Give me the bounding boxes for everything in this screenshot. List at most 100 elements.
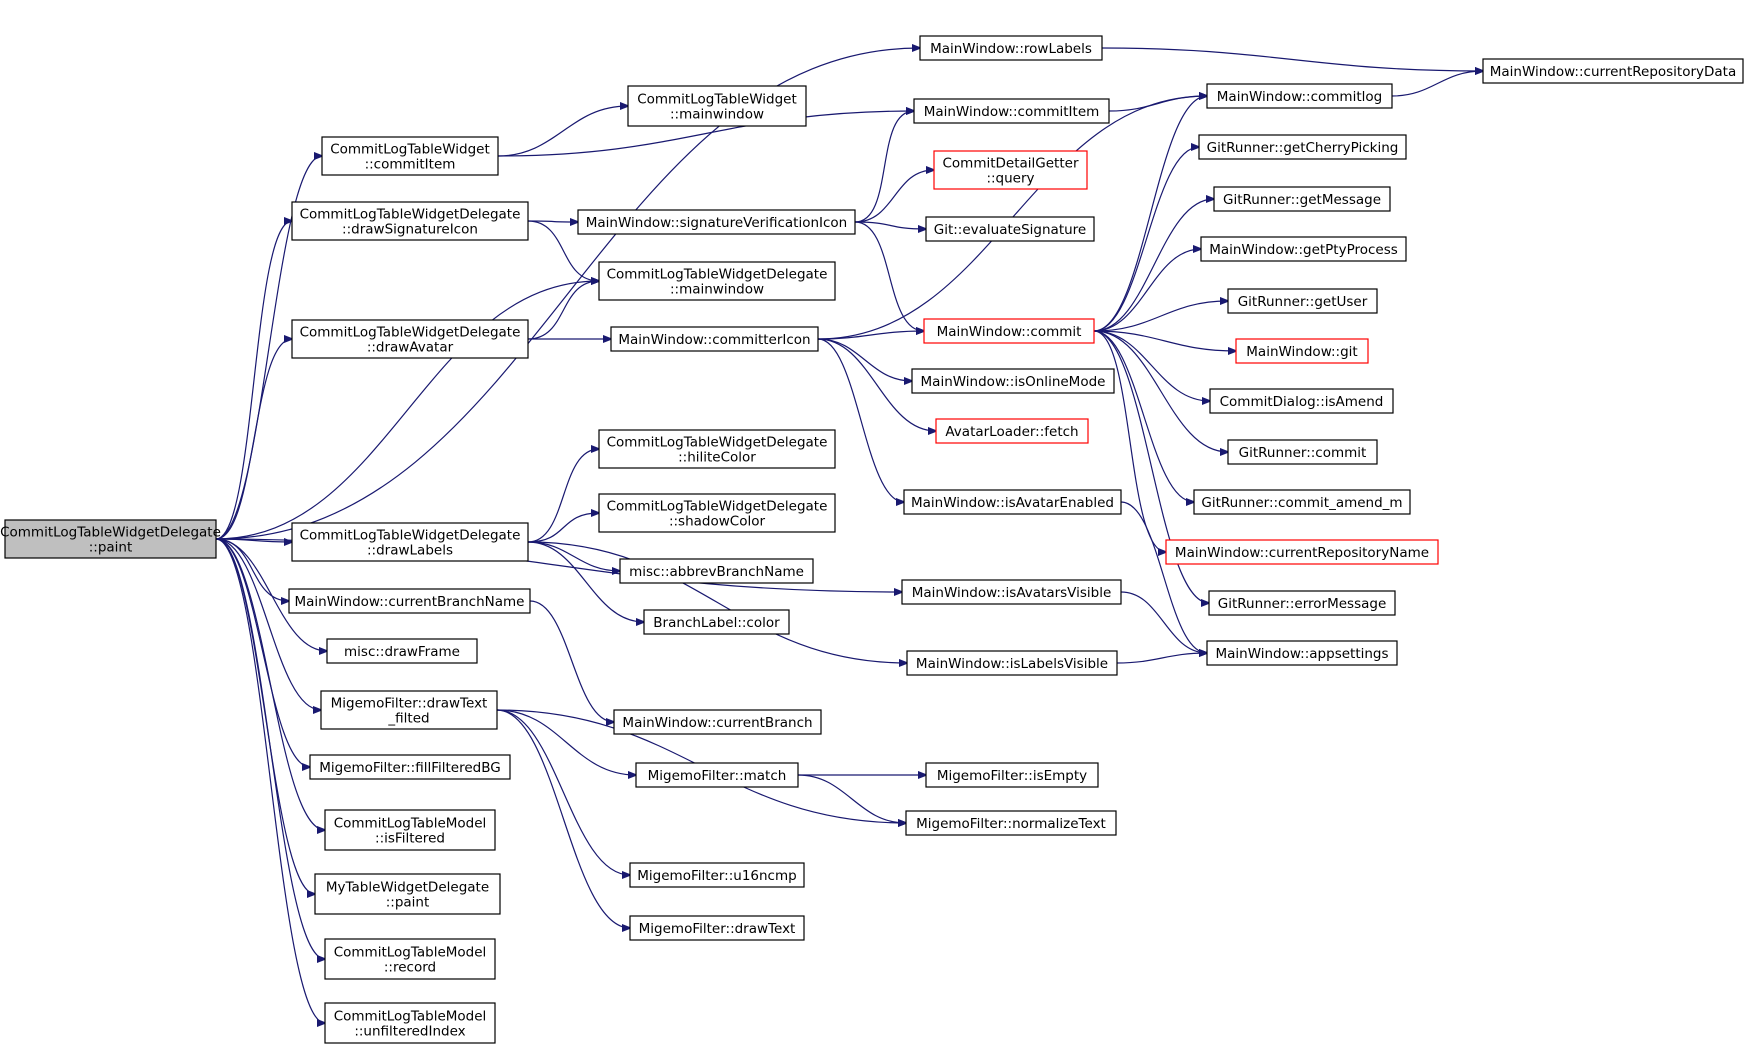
node-branch-label-color[interactable]: BranchLabel::color	[643, 609, 790, 635]
edge-paint-to-record	[215, 538, 325, 959]
node-commit-amend-m[interactable]: GitRunner::commit_amend_m	[1193, 489, 1411, 515]
node-appsettings[interactable]: MainWindow::appsettings	[1206, 640, 1398, 666]
node-cltwd-mainwindow[interactable]: CommitLogTableWidgetDelegate::mainwindow	[598, 261, 836, 301]
node-fill-filtered-bg[interactable]: MigemoFilter::fillFilteredBG	[309, 754, 511, 780]
node-is-empty[interactable]: MigemoFilter::isEmpty	[925, 762, 1099, 788]
node-get-pty-process[interactable]: MainWindow::getPtyProcess	[1200, 236, 1407, 262]
node-box	[321, 136, 499, 176]
node-label: CommitLogTableWidgetDelegate	[0, 525, 221, 541]
edge-clw-commit-item-to-mw-commit-item	[497, 111, 914, 157]
edge-paint-to-clw-commit-item	[215, 156, 322, 540]
node-draw-avatar[interactable]: CommitLogTableWidgetDelegate::drawAvatar	[291, 319, 529, 359]
node-draw-text-filted[interactable]: MigemoFilter::drawText_filted	[320, 690, 498, 730]
edge-committer-icon-to-is-online-mode	[817, 338, 912, 381]
node-u16ncmp[interactable]: MigemoFilter::u16ncmp	[629, 862, 805, 888]
node-is-avatar-enabled[interactable]: MainWindow::isAvatarEnabled	[903, 489, 1122, 515]
node-box	[291, 522, 529, 562]
node-hilite-color[interactable]: CommitLogTableWidgetDelegate::hiliteColo…	[598, 429, 836, 469]
node-box	[925, 216, 1095, 242]
node-label: ::unfilteredIndex	[354, 1024, 465, 1040]
node-box	[613, 709, 822, 735]
edge-is-labels-visible-to-appsettings	[1116, 653, 1207, 664]
node-draw-labels[interactable]: CommitLogTableWidgetDelegate::drawLabels	[291, 522, 529, 562]
node-error-message[interactable]: GitRunner::errorMessage	[1208, 590, 1396, 616]
node-abbrev-branch-name[interactable]: misc::abbrevBranchName	[619, 558, 814, 584]
node-draw-frame[interactable]: misc::drawFrame	[326, 638, 478, 664]
node-commitlog[interactable]: MainWindow::commitlog	[1206, 83, 1393, 109]
node-normalize-text[interactable]: MigemoFilter::normalizeText	[905, 810, 1117, 836]
node-label: MainWindow::isAvatarEnabled	[911, 495, 1114, 511]
node-label: MigemoFilter::drawText	[331, 696, 488, 712]
node-unfiltered-index[interactable]: CommitLogTableModel::unfilteredIndex	[324, 1002, 496, 1044]
node-mw-commit-item[interactable]: MainWindow::commitItem	[913, 98, 1110, 124]
node-get-user[interactable]: GitRunner::getUser	[1227, 288, 1378, 314]
node-box	[1227, 439, 1378, 465]
node-label: MigemoFilter::u16ncmp	[637, 868, 796, 884]
node-label: MainWindow::committerIcon	[618, 332, 810, 348]
node-box	[309, 754, 511, 780]
node-label: ::query	[986, 171, 1034, 187]
node-mw-git[interactable]: MainWindow::git	[1235, 338, 1369, 364]
edge-is-avatar-enabled-to-appsettings	[1120, 501, 1207, 653]
node-box	[326, 638, 478, 664]
node-evaluate-signature[interactable]: Git::evaluateSignature	[925, 216, 1095, 242]
node-box	[925, 762, 1099, 788]
node-box	[1482, 58, 1744, 84]
edge-draw-text-filted-to-u16ncmp	[496, 709, 630, 875]
node-label: ::mainwindow	[670, 107, 764, 123]
node-clw-commit-item[interactable]: CommitLogTableWidget::commitItem	[321, 136, 499, 176]
node-mw-commit[interactable]: MainWindow::commit	[923, 318, 1095, 344]
node-is-labels-visible[interactable]: MainWindow::isLabelsVisible	[906, 650, 1118, 676]
node-gr-commit[interactable]: GitRunner::commit	[1227, 439, 1378, 465]
node-committer-icon[interactable]: MainWindow::committerIcon	[610, 326, 819, 352]
node-label: _filted	[387, 711, 429, 727]
node-label: MainWindow::commitlog	[1217, 89, 1382, 105]
node-match[interactable]: MigemoFilter::match	[635, 762, 799, 788]
node-box	[901, 579, 1122, 605]
node-box	[1206, 83, 1393, 109]
node-label: ::record	[384, 960, 436, 976]
node-box	[320, 690, 498, 730]
node-signature-verification-icon[interactable]: MainWindow::signatureVerificationIcon	[577, 209, 856, 235]
node-is-avatars-visible[interactable]: MainWindow::isAvatarsVisible	[901, 579, 1122, 605]
node-current-branch[interactable]: MainWindow::currentBranch	[613, 709, 822, 735]
edge-signature-verification-icon-to-evaluate-signature	[854, 221, 926, 229]
node-current-branch-name[interactable]: MainWindow::currentBranchName	[288, 588, 531, 614]
node-record[interactable]: CommitLogTableModel::record	[324, 938, 496, 980]
node-row-labels[interactable]: MainWindow::rowLabels	[919, 35, 1103, 61]
node-draw-signature-icon[interactable]: CommitLogTableWidgetDelegate::drawSignat…	[291, 201, 529, 241]
node-current-repository-data[interactable]: MainWindow::currentRepositoryData	[1482, 58, 1744, 84]
node-shadow-color[interactable]: CommitLogTableWidgetDelegate::shadowColo…	[598, 493, 836, 533]
edge-committer-icon-to-is-avatar-enabled	[817, 338, 904, 502]
node-clw-mainwindow[interactable]: CommitLogTableWidget::mainwindow	[627, 85, 807, 127]
node-is-amend[interactable]: CommitDialog::isAmend	[1209, 388, 1394, 414]
node-paint[interactable]: CommitLogTableWidgetDelegate::paint	[0, 519, 221, 559]
node-current-repository-name[interactable]: MainWindow::currentRepositoryName	[1165, 539, 1439, 565]
node-get-message[interactable]: GitRunner::getMessage	[1213, 186, 1391, 212]
node-box	[1208, 590, 1396, 616]
node-label: ::drawAvatar	[367, 340, 454, 356]
node-label: CommitLogTableWidget	[637, 92, 797, 108]
node-label: MainWindow::getPtyProcess	[1209, 242, 1398, 258]
edge-mw-commit-to-get-cherry-picking	[1093, 147, 1199, 332]
edge-draw-labels-to-shadow-color	[527, 513, 599, 543]
node-is-online-mode[interactable]: MainWindow::isOnlineMode	[911, 368, 1115, 394]
node-mtwd-paint[interactable]: MyTableWidgetDelegate::paint	[314, 873, 501, 915]
edge-paint-to-draw-avatar	[215, 339, 292, 540]
node-is-filtered[interactable]: CommitLogTableModel::isFiltered	[324, 809, 496, 851]
node-avatar-fetch[interactable]: AvatarLoader::fetch	[935, 418, 1089, 444]
edge-draw-labels-to-is-labels-visible	[527, 541, 907, 663]
edge-draw-signature-icon-to-cltwd-mainwindow	[527, 220, 599, 281]
edge-mw-commit-to-gr-commit	[1093, 330, 1228, 452]
node-box	[1213, 186, 1391, 212]
edge-row-labels-to-current-repository-data	[1101, 47, 1483, 71]
node-draw-text[interactable]: MigemoFilter::drawText	[629, 915, 805, 941]
node-label: CommitLogTableWidgetDelegate	[607, 267, 828, 283]
node-label: ::mainwindow	[670, 282, 764, 298]
node-get-cherry-picking[interactable]: GitRunner::getCherryPicking	[1198, 134, 1407, 160]
node-box	[906, 650, 1118, 676]
node-box	[1198, 134, 1407, 160]
node-cdg-query[interactable]: CommitDetailGetter::query	[933, 150, 1088, 190]
